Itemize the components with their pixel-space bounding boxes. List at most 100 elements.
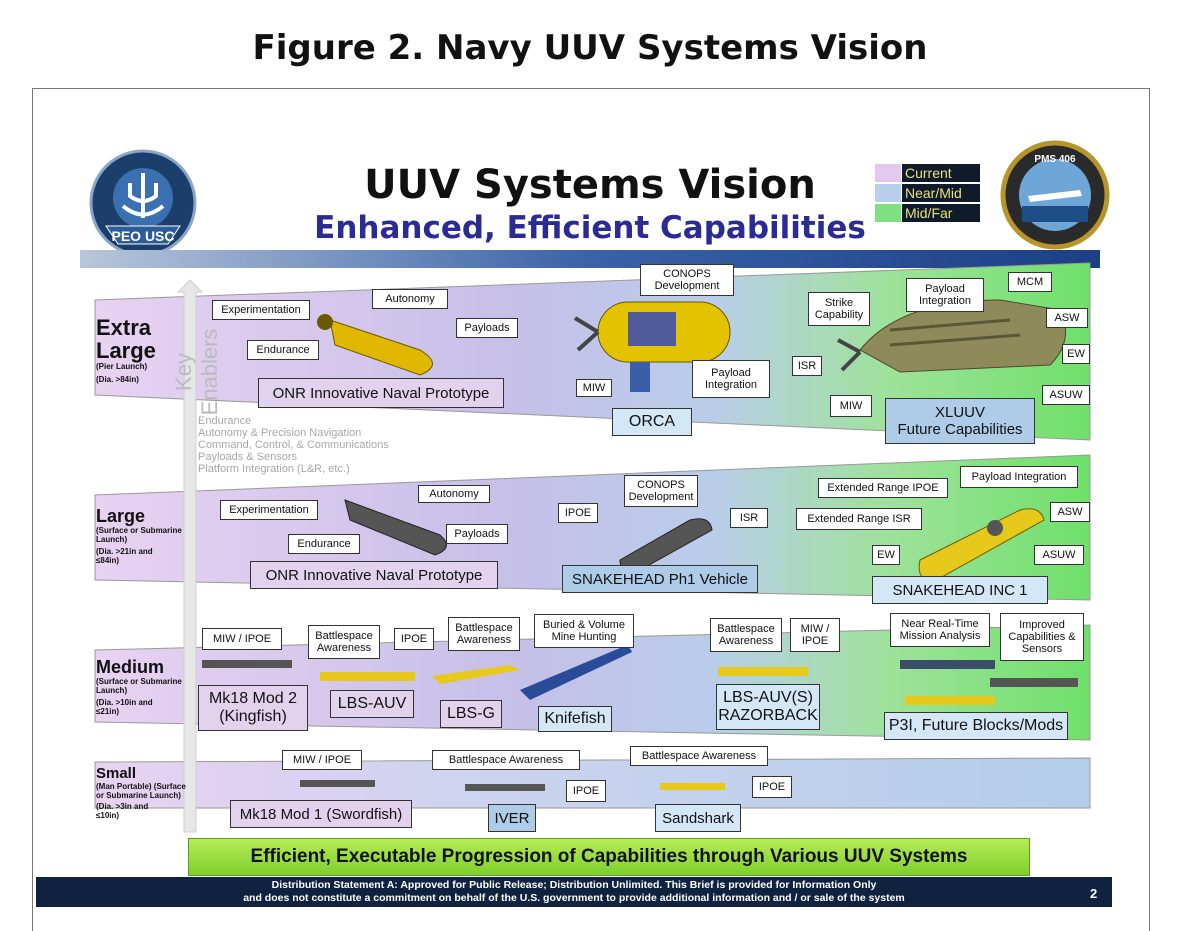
pms-logo-text: PMS 406 — [1034, 154, 1076, 165]
xl-payload-integration-orca: Payload Integration — [692, 360, 770, 398]
xl-conops: CONOPS Development — [640, 264, 734, 296]
class-label-extra-large: Extra Large (Pier Launch) (Dia. >84in) — [96, 316, 156, 384]
large-onr-prototype: ONR Innovative Naval Prototype — [250, 561, 498, 589]
mk18-line1: Mk18 Mod 2 — [208, 690, 298, 707]
p3i-vehicle-3 — [905, 696, 995, 705]
xl-endurance: Endurance — [247, 340, 319, 360]
knifefish-vehicle — [520, 647, 632, 700]
distribution-line-2: and does not constitute a commitment on … — [243, 892, 905, 904]
enabler-item: Endurance — [198, 415, 252, 427]
legend-label-near-mid: Near/Mid — [902, 184, 980, 202]
medium-near-real-time: Near Real-Time Mission Analysis — [890, 613, 990, 647]
small-iver: IVER — [488, 804, 536, 832]
small-battlespace-2: Battlespace Awareness — [630, 746, 768, 766]
large-payloads: Payloads — [446, 524, 508, 544]
large-experimentation: Experimentation — [220, 500, 318, 520]
medium-razorback: LBS-AUV(S) RAZORBACK — [716, 684, 820, 730]
orca-vehicle — [573, 301, 731, 392]
xluuv-vehicle — [837, 299, 1067, 373]
class-diameter: (Dia. >21in and ≤84in) — [96, 547, 153, 565]
onr-large-vehicle — [344, 499, 447, 556]
xl-onr-prototype: ONR Innovative Naval Prototype — [258, 378, 504, 408]
xl-isr: ISR — [792, 356, 822, 376]
medium-knifefish: Knifefish — [538, 706, 612, 732]
small-ipoe-2: IPOE — [752, 776, 792, 798]
class-launch: (Surface or Submarine Launch) — [96, 526, 182, 544]
xl-orca: ORCA — [612, 408, 692, 436]
small-ipoe-1: IPOE — [566, 780, 606, 802]
class-label-medium: Medium (Surface or Submarine Launch) (Di… — [96, 657, 196, 716]
xl-experimentation: Experimentation — [212, 300, 310, 320]
large-extended-ipoe: Extended Range IPOE — [818, 478, 948, 498]
figure-title: Figure 2. Navy UUV Systems Vision — [252, 28, 928, 68]
xl-asuw: ASUW — [1042, 385, 1090, 405]
p3i-vehicle-1 — [900, 660, 995, 669]
class-name: Extra — [96, 315, 152, 340]
distribution-statement: Distribution Statement A: Approved for P… — [36, 877, 1112, 907]
xl-autonomy: Autonomy — [372, 289, 448, 309]
class-name: Large — [96, 338, 156, 363]
large-ew: EW — [872, 545, 900, 565]
xl-ew: EW — [1062, 344, 1090, 364]
snakehead-inc1-vehicle — [918, 508, 1045, 580]
medium-mk18-mod2: Mk18 Mod 2 (Kingfish) — [198, 685, 308, 731]
small-battlespace-1: Battlespace Awareness — [432, 750, 580, 770]
large-endurance: Endurance — [288, 534, 360, 554]
medium-ipoe: IPOE — [394, 628, 434, 650]
xl-miw-orca: MIW — [576, 379, 612, 397]
medium-battlespace-2: Battlespace Awareness — [448, 617, 520, 651]
class-launch: (Pier Launch) — [96, 362, 148, 371]
large-asuw: ASUW — [1034, 545, 1084, 565]
large-autonomy: Autonomy — [418, 485, 490, 503]
iver-vehicle — [465, 784, 545, 791]
onr-xl-vehicle — [317, 314, 433, 376]
xl-payload-integration: Payload Integration — [906, 278, 984, 312]
small-sandshark: Sandshark — [655, 804, 741, 832]
legend-label-current: Current — [902, 164, 980, 182]
enabler-item: Payloads & Sensors — [198, 451, 298, 463]
mk18-line2: (Kingfish) — [219, 708, 287, 725]
lbs-g-vehicle — [432, 665, 520, 684]
xl-mcm: MCM — [1008, 272, 1052, 292]
page-number: 2 — [1090, 886, 1098, 901]
large-payload-integration: Payload Integration — [960, 466, 1078, 488]
slide-subtitle: Enhanced, Efficient Capabilities — [314, 210, 866, 246]
large-snakehead-ph1: SNAKEHEAD Ph1 Vehicle — [562, 565, 758, 593]
xl-strike-capability: Strike Capability — [808, 292, 870, 326]
class-label-small: Small (Man Portable) (Surface or Submari… — [96, 766, 194, 821]
enabler-item: Command, Control, & Communications — [198, 439, 389, 451]
medium-lbs-auv: LBS-AUV — [330, 690, 414, 718]
medium-improved-capabilities: Improved Capabilities & Sensors — [1000, 613, 1084, 661]
legend-swatch-current — [875, 164, 901, 182]
xl-payloads: Payloads — [456, 318, 518, 338]
class-diameter: (Dia. >3in and ≤10in) — [96, 802, 149, 820]
sandshark-vehicle — [660, 783, 725, 790]
medium-p3i: P3I, Future Blocks/Mods — [884, 712, 1068, 740]
razorback-line1: LBS-AUV(S) — [723, 689, 813, 706]
large-asw: ASW — [1050, 502, 1090, 522]
peo-usc-logo: PEO USC — [89, 149, 197, 257]
slide-title: UUV Systems Vision — [364, 162, 816, 208]
xl-asw: ASW — [1046, 308, 1088, 328]
class-diameter: (Dia. >84in) — [96, 375, 139, 384]
legend-label-mid-far: Mid/Far — [902, 204, 980, 222]
small-miw-ipoe: MIW / IPOE — [282, 750, 362, 770]
legend-swatch-mid-far — [875, 204, 901, 222]
xl-xluuv: XLUUV Future Capabilities — [885, 398, 1035, 444]
class-label-large: Large (Surface or Submarine Launch) (Dia… — [96, 506, 196, 565]
swordfish-vehicle — [300, 780, 375, 787]
header-bar — [80, 250, 1100, 268]
class-launch: (Man Portable) (Surface or Submarine Lau… — [96, 782, 186, 800]
medium-lbs-g: LBS-G — [440, 700, 502, 728]
class-name: Medium — [96, 657, 165, 677]
peo-logo-text: PEO USC — [111, 228, 174, 244]
razorback-line2: RAZORBACK — [718, 707, 818, 724]
xl-miw: MIW — [830, 395, 872, 417]
large-ipoe: IPOE — [558, 503, 598, 523]
class-name: Large — [96, 506, 146, 526]
xluuv-line2: Future Capabilities — [897, 421, 1023, 438]
medium-buried-mine-hunting: Buried & Volume Mine Hunting — [534, 614, 634, 648]
large-snakehead-inc1: SNAKEHEAD INC 1 — [872, 576, 1048, 604]
enabler-item: Platform Integration (L&R, etc.) — [198, 463, 350, 475]
